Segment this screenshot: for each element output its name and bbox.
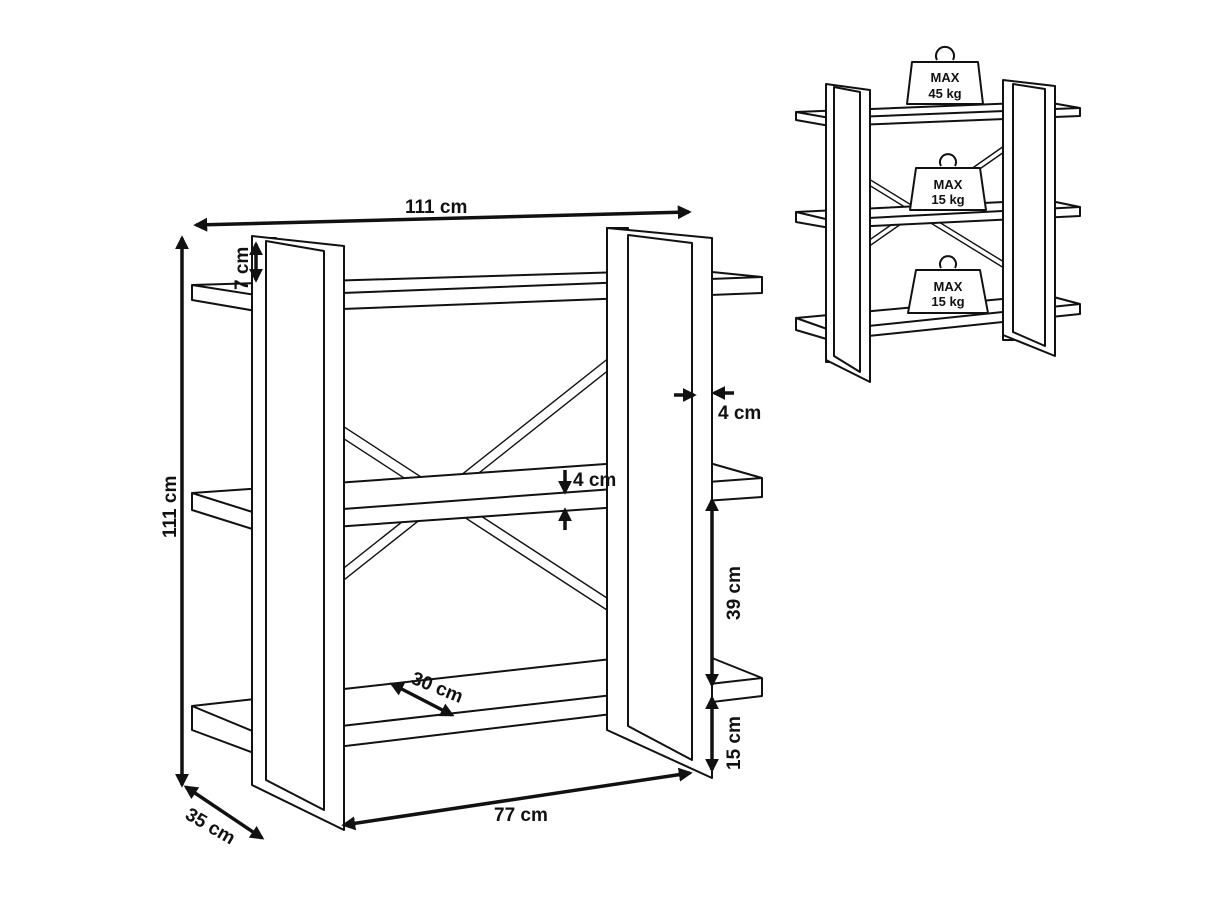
weight-top: MAX 45 kg <box>906 45 984 105</box>
weight-bottom: MAX 15 kg <box>907 255 989 314</box>
weight-top-value: 45 kg <box>928 86 961 101</box>
dimension-arrows <box>175 205 734 840</box>
weight-middle-label: MAX <box>934 177 963 192</box>
weight-middle-value: 15 kg <box>931 192 964 207</box>
weight-top-label: MAX <box>931 70 960 85</box>
frame-thickness-label: 4 cm <box>718 403 761 424</box>
main-shelf-drawing <box>191 227 763 831</box>
frame-depth-label: 35 cm <box>182 804 239 849</box>
right-front-upright <box>606 227 713 779</box>
load-capacity-drawing <box>795 79 1081 383</box>
height-label: 111 cm <box>160 476 181 538</box>
bottom-clearance-label: 15 cm <box>724 716 745 770</box>
weight-middle: MAX 15 kg <box>909 153 987 211</box>
shelf-thickness-label: 4 cm <box>573 470 616 491</box>
inner-width-label: 77 cm <box>494 805 548 826</box>
width-label: 111 cm <box>405 197 467 218</box>
shelf-spacing-label: 39 cm <box>724 566 745 620</box>
weight-bottom-value: 15 kg <box>931 294 964 309</box>
top-offset-label: 7 cm <box>232 247 253 290</box>
weight-bottom-label: MAX <box>934 279 963 294</box>
